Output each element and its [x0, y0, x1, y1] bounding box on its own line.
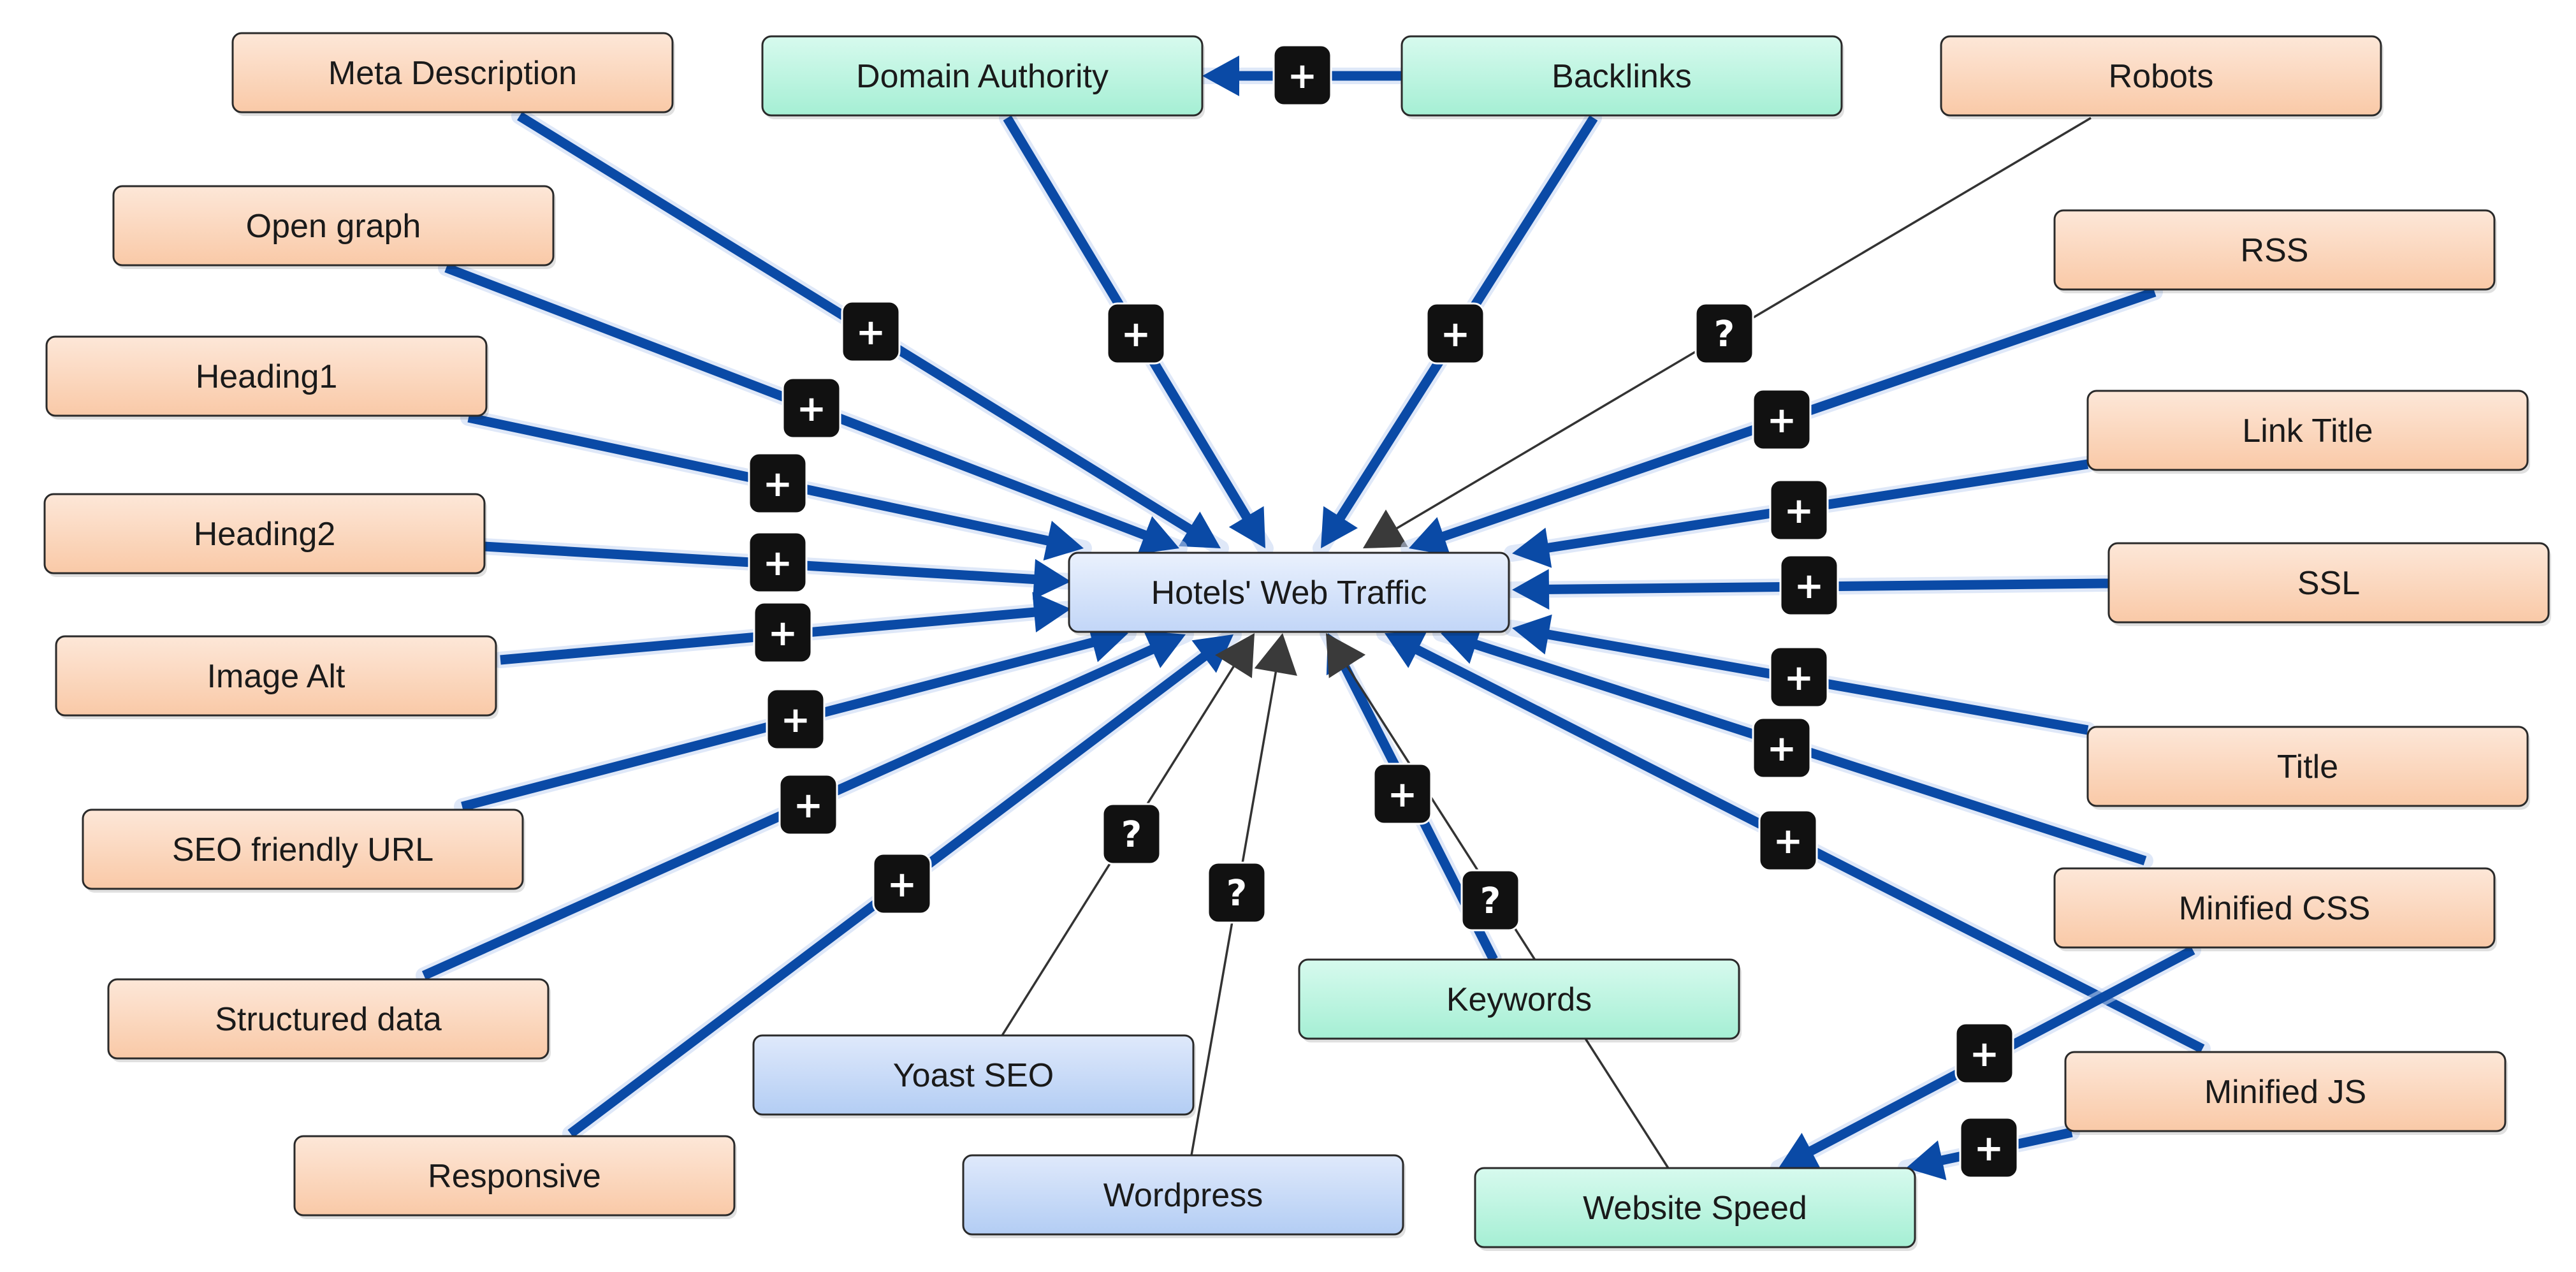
node-imgalt[interactable]: Image Alt	[55, 635, 498, 719]
node-h1[interactable]: Heading1	[45, 335, 489, 420]
edge-polarity-badge: +	[1758, 809, 1818, 872]
node-label: SSL	[2297, 565, 2360, 602]
edge-polarity-label: +	[1767, 728, 1797, 770]
edge-polarity-label: +	[856, 312, 886, 353]
edge-polarity-label: +	[781, 699, 811, 741]
node-responsive[interactable]: Responsive	[293, 1135, 737, 1219]
node-speed[interactable]: Website Speed	[1474, 1167, 1917, 1251]
node-label: Backlinks	[1552, 58, 1692, 95]
node-label: Title	[2277, 749, 2338, 786]
node-label: Responsive	[428, 1158, 601, 1195]
edge-polarity-label: +	[1441, 314, 1471, 355]
node-robots[interactable]: Robots	[1940, 35, 2383, 119]
edge-polarity-badge: +	[1954, 1022, 2014, 1085]
edge-polarity-badge: ?	[1694, 302, 1754, 365]
edge-polarity-badge: +	[753, 601, 813, 664]
node-label: Image Alt	[207, 658, 346, 695]
edge-polarity-label: +	[1974, 1128, 2004, 1169]
node-seourl[interactable]: SEO friendly URL	[82, 808, 525, 893]
node-label: Website Speed	[1583, 1190, 1807, 1227]
edge-polarity-label: +	[763, 543, 793, 584]
edge-polarity-label: ?	[1480, 881, 1501, 922]
edge-polarity-badge: +	[1372, 763, 1432, 825]
edge-polarity-label: +	[1794, 566, 1824, 607]
node-label: Heading1	[196, 358, 338, 395]
node-label: Meta Description	[328, 55, 577, 92]
node-rss[interactable]: RSS	[2053, 209, 2497, 293]
node-mincss[interactable]: Minified CSS	[2053, 867, 2497, 951]
edge-polarity-label: +	[797, 388, 827, 430]
edge-polarity-label: +	[887, 864, 917, 905]
node-label: Keywords	[1446, 981, 1592, 1018]
node-label: Open graph	[246, 208, 421, 245]
edge-polarity-label: ?	[1714, 314, 1735, 355]
edge-polarity-badge: ?	[1102, 803, 1161, 865]
edge-polarity-label: +	[1767, 400, 1797, 441]
edge-polarity-badge: +	[1106, 302, 1166, 365]
edge-polarity-label: +	[1288, 55, 1318, 97]
node-label: Heading2	[194, 516, 336, 553]
node-backlinks[interactable]: Backlinks	[1401, 35, 1844, 119]
node-label: Minified CSS	[2179, 890, 2371, 927]
node-domain[interactable]: Domain Authority	[761, 35, 1205, 119]
edge-polarity-label: +	[1784, 657, 1814, 699]
node-label: Hotels' Web Traffic	[1151, 574, 1427, 611]
node-structured[interactable]: Structured data	[107, 978, 551, 1062]
badges-layer: +++++++++++?++++++??+?++	[748, 44, 2019, 1179]
node-minjs[interactable]: Minified JS	[2064, 1051, 2508, 1135]
node-label: Link Title	[2242, 413, 2373, 450]
edge-polarity-badge: +	[1752, 717, 1812, 779]
edge-polarity-badge: +	[1272, 44, 1332, 106]
node-label: Domain Authority	[856, 58, 1109, 95]
node-label: Structured data	[215, 1001, 442, 1038]
edge-polarity-label: ?	[1121, 814, 1142, 856]
edge-polarity-label: +	[768, 613, 798, 654]
edge-polarity-badge: +	[1752, 388, 1812, 451]
edge-polarity-badge: +	[748, 531, 808, 594]
edge-polarity-badge: ?	[1460, 869, 1520, 932]
node-label: RSS	[2241, 232, 2309, 269]
node-label: SEO friendly URL	[172, 831, 433, 868]
node-ssl[interactable]: SSL	[2107, 542, 2551, 626]
node-linktitle[interactable]: Link Title	[2086, 390, 2530, 474]
edge-polarity-badge: +	[778, 773, 838, 836]
edge-polarity-badge: +	[748, 452, 808, 515]
edge-polarity-badge: +	[1959, 1116, 2019, 1179]
node-label: Robots	[2109, 58, 2214, 95]
edge-polarity-badge: +	[1779, 554, 1839, 617]
node-label: Yoast SEO	[893, 1057, 1054, 1094]
edge-polarity-badge: +	[766, 688, 826, 750]
edge-polarity-label: +	[794, 785, 824, 826]
node-title[interactable]: Title	[2086, 726, 2530, 810]
edge-polarity-badge: +	[872, 852, 932, 915]
edge-polarity-badge: +	[782, 377, 841, 439]
node-h2[interactable]: Heading2	[43, 493, 487, 577]
edge-polarity-label: ?	[1226, 873, 1247, 914]
node-label: Wordpress	[1103, 1177, 1263, 1214]
edge-polarity-label: +	[1970, 1034, 2000, 1075]
edge-polarity-badge: +	[841, 300, 901, 363]
node-keywords[interactable]: Keywords	[1298, 958, 1742, 1042]
edge-polarity-badge: ?	[1207, 861, 1267, 924]
edge-polarity-badge: +	[1769, 646, 1829, 708]
edge-polarity-label: +	[763, 464, 793, 505]
edge-polarity-badge: +	[1425, 302, 1485, 365]
node-traffic[interactable]: Hotels' Web Traffic	[1068, 552, 1511, 636]
node-opengraph[interactable]: Open graph	[112, 185, 556, 269]
node-yoast[interactable]: Yoast SEO	[752, 1034, 1196, 1118]
edge-polarity-label: +	[1773, 821, 1803, 862]
node-meta[interactable]: Meta Description	[231, 32, 675, 116]
node-label: Minified JS	[2204, 1074, 2366, 1111]
node-wordpress[interactable]: Wordpress	[962, 1154, 1406, 1238]
edge-polarity-label: +	[1388, 774, 1418, 815]
edge-polarity-label: +	[1784, 490, 1814, 532]
edge-polarity-badge: +	[1769, 479, 1829, 541]
edge-polarity-label: +	[1121, 314, 1151, 355]
